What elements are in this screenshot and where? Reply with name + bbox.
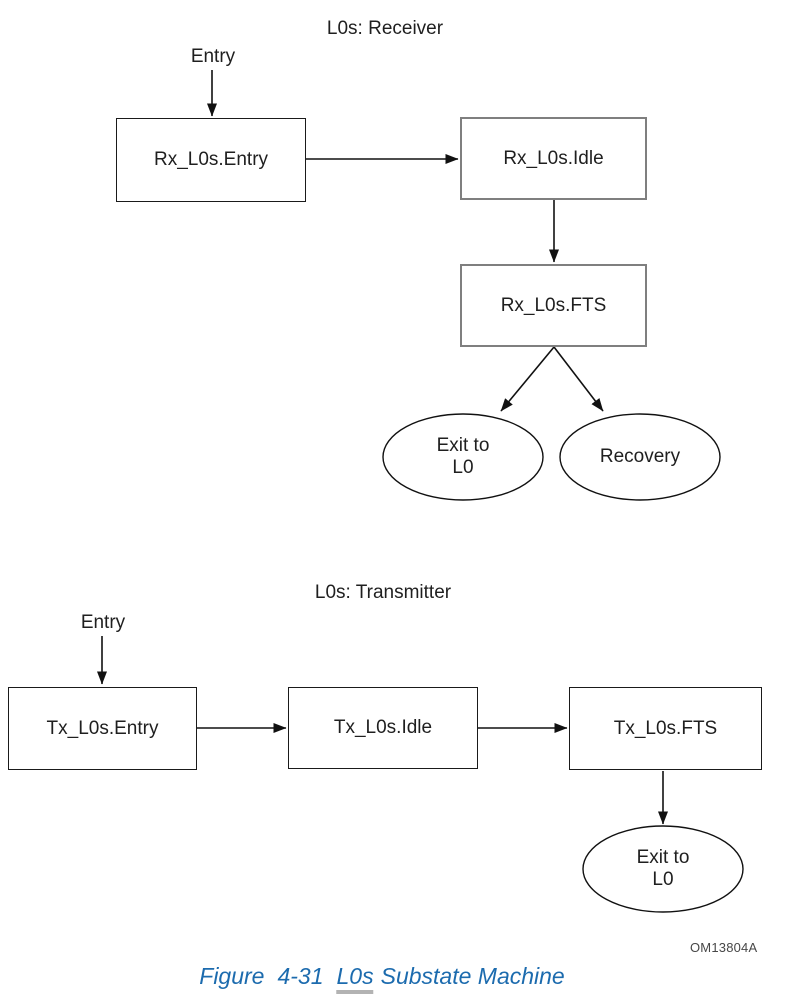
tx-l0s-idle-box: Tx_L0s.Idle — [288, 687, 478, 769]
exit-to-l0-line1: Exit to — [636, 847, 690, 868]
rx-l0s-idle-box: Rx_L0s.Idle — [460, 117, 647, 200]
transmitter-section-title: L0s: Transmitter — [314, 582, 452, 603]
caption-rest: Substate Machine — [380, 963, 565, 989]
exit-to-l0-label-transmitter: Exit to L0 — [637, 847, 690, 891]
arrow-rx-fts-to-exit-l0 — [500, 346, 555, 412]
caption-number: 4-31 — [277, 963, 324, 989]
arrow-rx-fts-to-recovery — [553, 346, 604, 412]
tx-l0s-entry-label: Tx_L0s.Entry — [46, 717, 159, 739]
artwork-id-watermark: OM13804A — [690, 940, 758, 955]
rx-l0s-entry-box: Rx_L0s.Entry — [116, 118, 306, 202]
rx-l0s-fts-box: Rx_L0s.FTS — [460, 264, 647, 347]
receiver-section-title: L0s: Receiver — [326, 18, 444, 39]
recovery-label: Recovery — [600, 446, 680, 468]
tx-l0s-fts-label: Tx_L0s.FTS — [613, 717, 718, 739]
tx-l0s-idle-label: Tx_L0s.Idle — [333, 717, 433, 738]
recovery-text: Recovery — [599, 446, 681, 467]
receiver-entry-label: Entry — [190, 46, 236, 67]
exit-to-l0-line2: L0 — [452, 457, 474, 478]
rx-l0s-idle-label: Rx_L0s.Idle — [503, 147, 604, 169]
tx-l0s-entry-box: Tx_L0s.Entry — [8, 687, 197, 770]
tx-l0s-fts-box: Tx_L0s.FTS — [569, 687, 762, 770]
exit-to-l0-label-receiver: Exit to L0 — [437, 435, 490, 479]
exit-to-l0-line2: L0 — [652, 869, 674, 890]
rx-l0s-fts-label: Rx_L0s.FTS — [500, 294, 607, 316]
recovery-ellipse — [559, 413, 721, 501]
exit-to-l0-ellipse-transmitter — [582, 825, 744, 913]
exit-to-l0-line1: Exit to — [436, 435, 490, 456]
transmitter-entry-label: Entry — [80, 612, 126, 633]
caption-figure-word: Figure — [199, 963, 265, 989]
caption-link-l0s[interactable]: L0s — [336, 963, 374, 994]
exit-to-l0-ellipse-receiver — [382, 413, 544, 501]
rx-l0s-entry-label: Rx_L0s.Entry — [153, 149, 269, 170]
